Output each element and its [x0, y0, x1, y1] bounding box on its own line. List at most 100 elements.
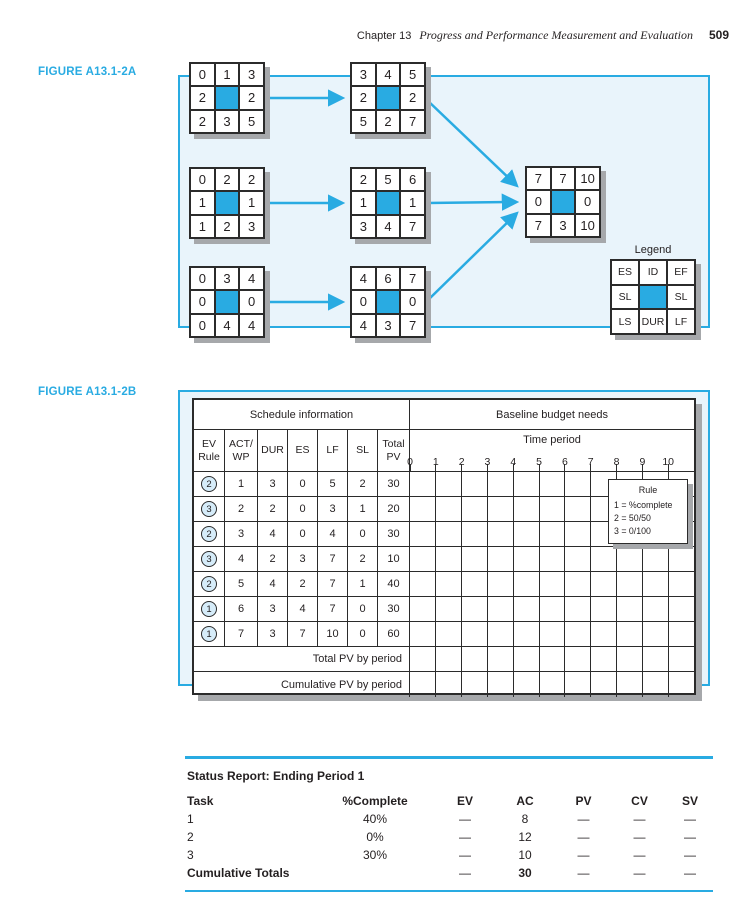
time-grid-cell [462, 522, 488, 546]
ev-rule-badge: 2 [201, 526, 217, 542]
status-cell: — [684, 829, 696, 844]
act-wp-cell: 4 [225, 547, 258, 571]
rule-box-line: 2 = 50/50 [614, 512, 651, 523]
time-grid-row [410, 672, 694, 697]
node-value-cell: ID [640, 261, 666, 284]
time-grid-cell [514, 497, 540, 521]
time-grid-cell [617, 547, 644, 571]
status-cell: — [459, 865, 471, 880]
node-value-cell: 2 [240, 87, 263, 109]
time-grid-cell [565, 547, 592, 571]
status-column-header: EV [456, 793, 473, 808]
figure-b-label: FIGURE A13.1-2B [38, 386, 137, 398]
sl-cell: 0 [348, 622, 378, 646]
status-cell: 30% [362, 847, 388, 862]
status-cell: 8 [521, 811, 529, 826]
tick-mark [564, 464, 566, 471]
node-value-cell: 4 [376, 215, 400, 237]
node-value-cell: 0 [240, 291, 263, 313]
lf-cell: 4 [318, 522, 348, 546]
node-value-cell: SL [668, 285, 694, 309]
time-grid-cell [643, 597, 670, 621]
time-grid-cell [643, 572, 670, 596]
figure-a-label: FIGURE A13.1-2A [38, 66, 137, 78]
lf-cell: 3 [318, 497, 348, 521]
time-grid-cell [436, 522, 462, 546]
status-cell: — [633, 811, 646, 826]
node-value-cell: 5 [376, 169, 400, 191]
status-cell: 12 [518, 829, 532, 844]
sl-cell: 2 [348, 547, 378, 571]
node-fill-cell [376, 87, 400, 109]
time-grid-cell [514, 547, 540, 571]
page-number: 509 [708, 28, 729, 42]
time-grid-cell [591, 647, 618, 671]
sl-cell: 0 [348, 522, 378, 546]
rule-box-title: Rule [638, 485, 658, 495]
status-cell: 2 [187, 829, 194, 844]
tick-mark [435, 464, 437, 471]
ev-rule-cell: 1 [194, 622, 225, 646]
time-grid-cell [410, 622, 436, 646]
time-grid-cell [514, 472, 540, 496]
node-value-cell: 0 [191, 169, 214, 191]
status-cell: — [684, 865, 696, 880]
node-value-cell: 0 [191, 291, 214, 313]
total-pv-cell: 30 [387, 478, 400, 490]
chapter-title: Progress and Performance Measurement and… [419, 28, 693, 42]
total-pv-cell: 20 [387, 503, 400, 515]
es-cell: 4 [288, 597, 318, 621]
time-grid-cell [436, 597, 462, 621]
tick-mark [486, 464, 488, 471]
node-value-cell: 0 [401, 291, 424, 313]
time-grid-cell [436, 647, 462, 671]
time-grid-cell [410, 497, 436, 521]
time-grid-cell [488, 497, 514, 521]
status-cell: — [459, 829, 471, 844]
ev-rule-badge: 2 [201, 576, 217, 592]
time-grid-cell [565, 622, 592, 646]
section-header-row: Schedule information Baseline budget nee… [194, 400, 694, 430]
node-value-cell: 3 [376, 314, 400, 336]
ev-rule-badge: 1 [201, 626, 217, 642]
time-grid-cell [540, 472, 566, 496]
time-grid-cell [540, 597, 566, 621]
column-header: ACT/ WP [225, 430, 258, 471]
time-grid-cell [591, 547, 618, 571]
time-grid-cell [540, 647, 566, 671]
tick-mark [616, 464, 618, 471]
dur-cell: 3 [258, 622, 288, 646]
status-column-header: PV [575, 793, 592, 808]
time-grid-cell [565, 572, 592, 596]
time-grid-cell [462, 547, 488, 571]
schedule-info-header: Schedule information [194, 400, 410, 429]
lf-cell: 10 [318, 622, 348, 646]
node-value-cell: 2 [352, 87, 375, 109]
time-grid-cell [669, 647, 694, 671]
tick-mark [512, 464, 514, 471]
time-grid-cell [462, 497, 488, 521]
node-value-cell: 3 [240, 64, 263, 86]
node-value-cell: 1 [191, 215, 214, 237]
status-column-header: %Complete [342, 793, 408, 808]
time-grid-cell [410, 572, 436, 596]
time-grid-row [410, 547, 694, 571]
lf-cell: 7 [318, 597, 348, 621]
time-grid-row [410, 647, 694, 671]
status-cell: — [577, 811, 590, 826]
node-fill-cell [640, 285, 666, 309]
time-grid-cell [643, 622, 670, 646]
node-value-cell: 2 [215, 169, 239, 191]
column-header: ES [288, 430, 318, 471]
node-value-cell: 0 [527, 191, 550, 213]
time-grid-cell [488, 647, 514, 671]
status-cell: — [577, 829, 590, 844]
